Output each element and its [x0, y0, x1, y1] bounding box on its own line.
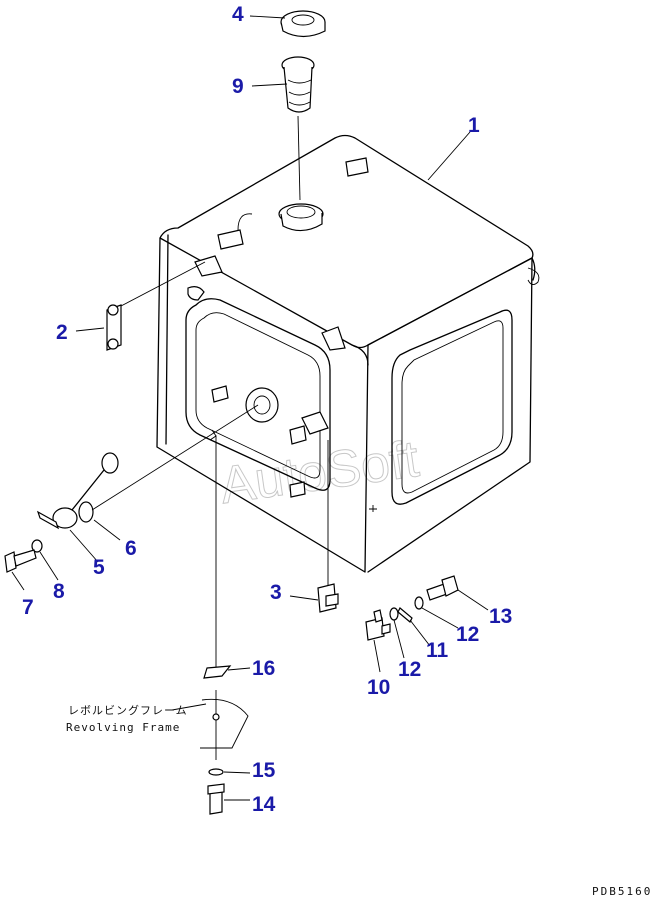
callout-12a: 12 [398, 658, 421, 681]
callout-12b: 12 [456, 623, 479, 646]
callout-5: 5 [93, 556, 105, 579]
callout-6: 6 [125, 537, 137, 560]
callout-13: 13 [489, 605, 512, 628]
leader-lines [11, 15, 489, 801]
callout-11: 11 [426, 639, 449, 662]
callout-16: 16 [252, 657, 275, 680]
drawing-code: PDB5160 [592, 885, 652, 898]
callout-3: 3 [270, 581, 282, 604]
callout-8: 8 [53, 580, 65, 603]
fuel-tank [156, 134, 540, 573]
callout-15: 15 [252, 759, 276, 782]
tank-cap [280, 10, 326, 38]
drain-valve [365, 505, 459, 641]
callout-1: 1 [468, 114, 480, 137]
callout-7: 7 [22, 596, 34, 619]
callout-2: 2 [56, 321, 68, 344]
bracket [106, 261, 206, 351]
level-sensor [4, 404, 259, 573]
strainer [281, 56, 315, 201]
tank-mount [200, 429, 249, 815]
callout-4: 4 [232, 3, 244, 26]
frame-note-japanese: レボルビングフレーム [68, 703, 188, 717]
frame-note-english: Revolving Frame [66, 721, 180, 734]
callout-10: 10 [367, 676, 390, 699]
callout-9: 9 [232, 75, 244, 98]
callout-14: 14 [252, 793, 276, 816]
clamp [317, 440, 339, 613]
